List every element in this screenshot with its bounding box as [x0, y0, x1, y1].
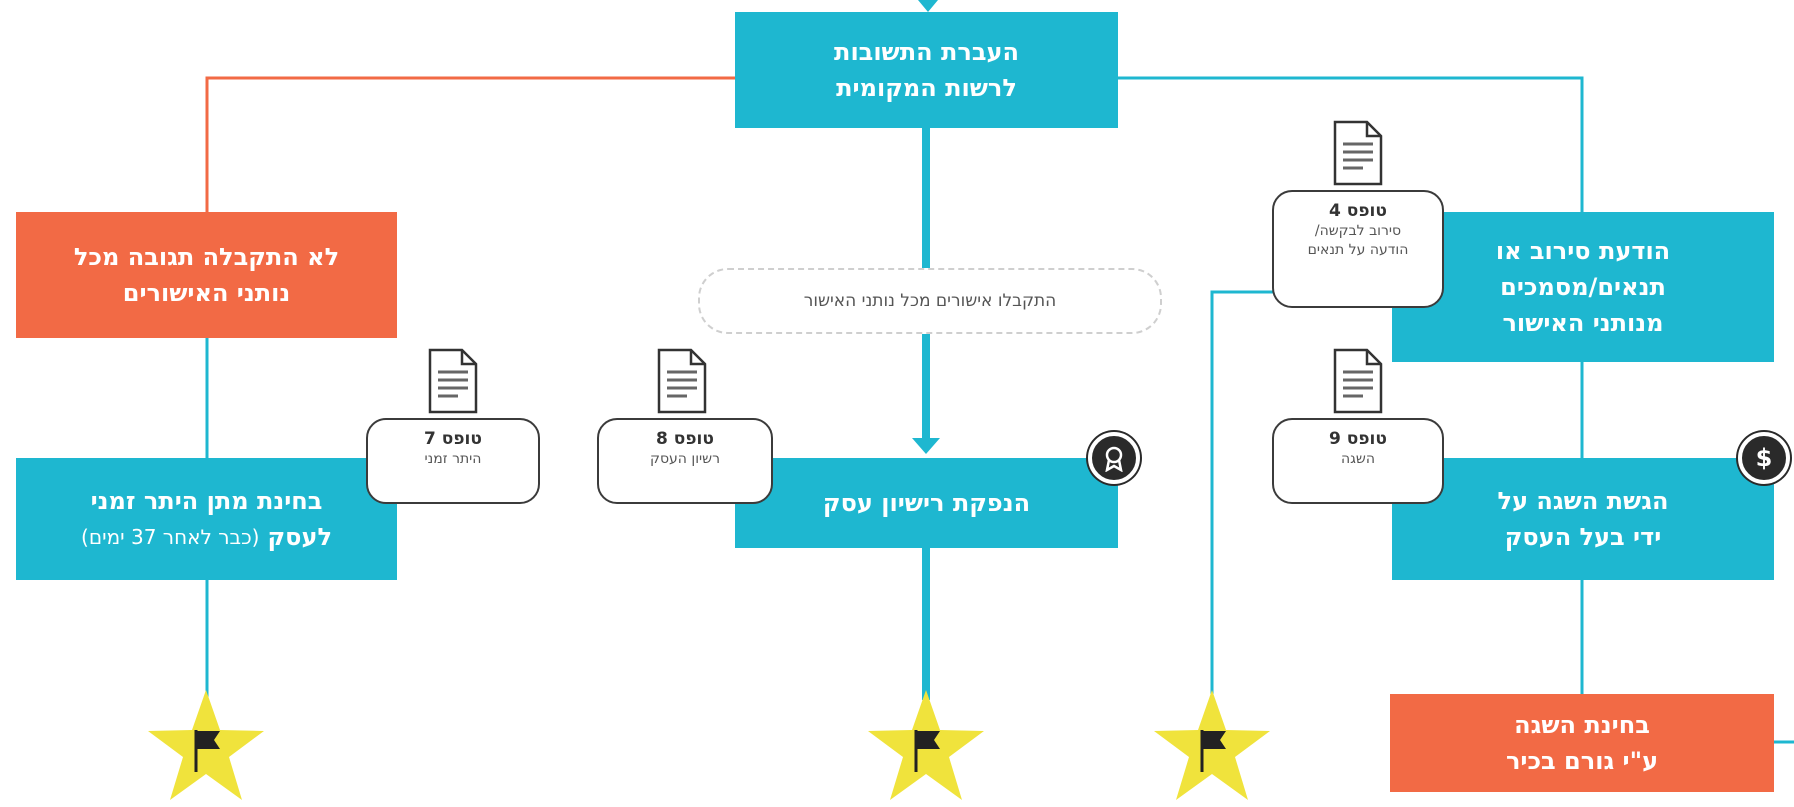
- temporary-permit-note: (כבר לאחר 37 ימים): [81, 525, 260, 549]
- approvals-received-label: התקבלו אישורים מכל נותני האישור: [803, 291, 1057, 311]
- temporary-permit-box: בחינת מתן היתר זמני לעסק (כבר לאחר 37 ימ…: [16, 458, 397, 580]
- end-star-flag-icon-left: [148, 690, 264, 800]
- transfer-answers-label: העברת התשובות לרשות המקומית: [834, 38, 1019, 102]
- certificate-icon: [1088, 432, 1140, 484]
- form8-note: טופס 8 רשיון העסק: [597, 418, 773, 504]
- appeal-submit-box: הגשת השגה על ידי בעל העסק: [1392, 458, 1774, 580]
- document-icon-form9: [1333, 348, 1383, 414]
- form7-note: טופס 7 היתר זמני: [366, 418, 540, 504]
- dollar-icon: $: [1738, 432, 1790, 484]
- form4-title: טופס 4: [1329, 201, 1387, 221]
- objection-notice-label: הודעת סירוב או תנאים/מסמכים מנותני האישו…: [1495, 237, 1671, 337]
- form8-title: טופס 8: [656, 429, 714, 449]
- temporary-permit-line2: לעסק: [267, 523, 332, 551]
- license-issue-label: הנפקת רישיון עסק: [822, 489, 1031, 517]
- form7-title: טופס 7: [424, 429, 482, 449]
- appeal-submit-label: הגשת השגה על ידי בעל העסק: [1497, 487, 1669, 551]
- form9-desc: השגה: [1341, 451, 1375, 467]
- transfer-answers-box: העברת התשובות לרשות המקומית: [735, 12, 1118, 128]
- no-response-box: לא התקבלה תגובה מכל נותני האישורים: [16, 212, 397, 338]
- form4-desc: סירוב לבקשה/ הודעה על תנאים: [1307, 223, 1409, 258]
- temporary-permit-title: בחינת מתן היתר זמני: [90, 487, 323, 515]
- appeal-review-label: בחינת השגה ע"י גורם בכיר: [1505, 711, 1659, 775]
- document-icon-form8: [657, 348, 707, 414]
- dollar-symbol: $: [1755, 444, 1773, 472]
- no-response-label: לא התקבלה תגובה מכל נותני האישורים: [73, 243, 340, 307]
- approvals-received-pill: התקבלו אישורים מכל נותני האישור: [698, 268, 1162, 334]
- appeal-review-box: בחינת השגה ע"י גורם בכיר: [1390, 694, 1774, 792]
- document-icon-form7: [428, 348, 478, 414]
- license-issue-box: הנפקת רישיון עסק: [735, 458, 1118, 548]
- form7-desc: היתר זמני: [424, 451, 482, 467]
- end-star-flag-icon-right: [1154, 690, 1270, 800]
- form4-note: טופס 4 סירוב לבקשה/ הודעה על תנאים: [1272, 190, 1444, 308]
- objection-notice-box: הודעת סירוב או תנאים/מסמכים מנותני האישו…: [1392, 212, 1774, 362]
- form9-note: טופס 9 השגה: [1272, 418, 1444, 504]
- end-star-flag-icon-center: [868, 690, 984, 800]
- document-icon-form4: [1333, 120, 1383, 186]
- form9-title: טופס 9: [1329, 429, 1387, 449]
- form8-desc: רשיון העסק: [650, 451, 720, 467]
- certificate-glyph: [1105, 446, 1123, 472]
